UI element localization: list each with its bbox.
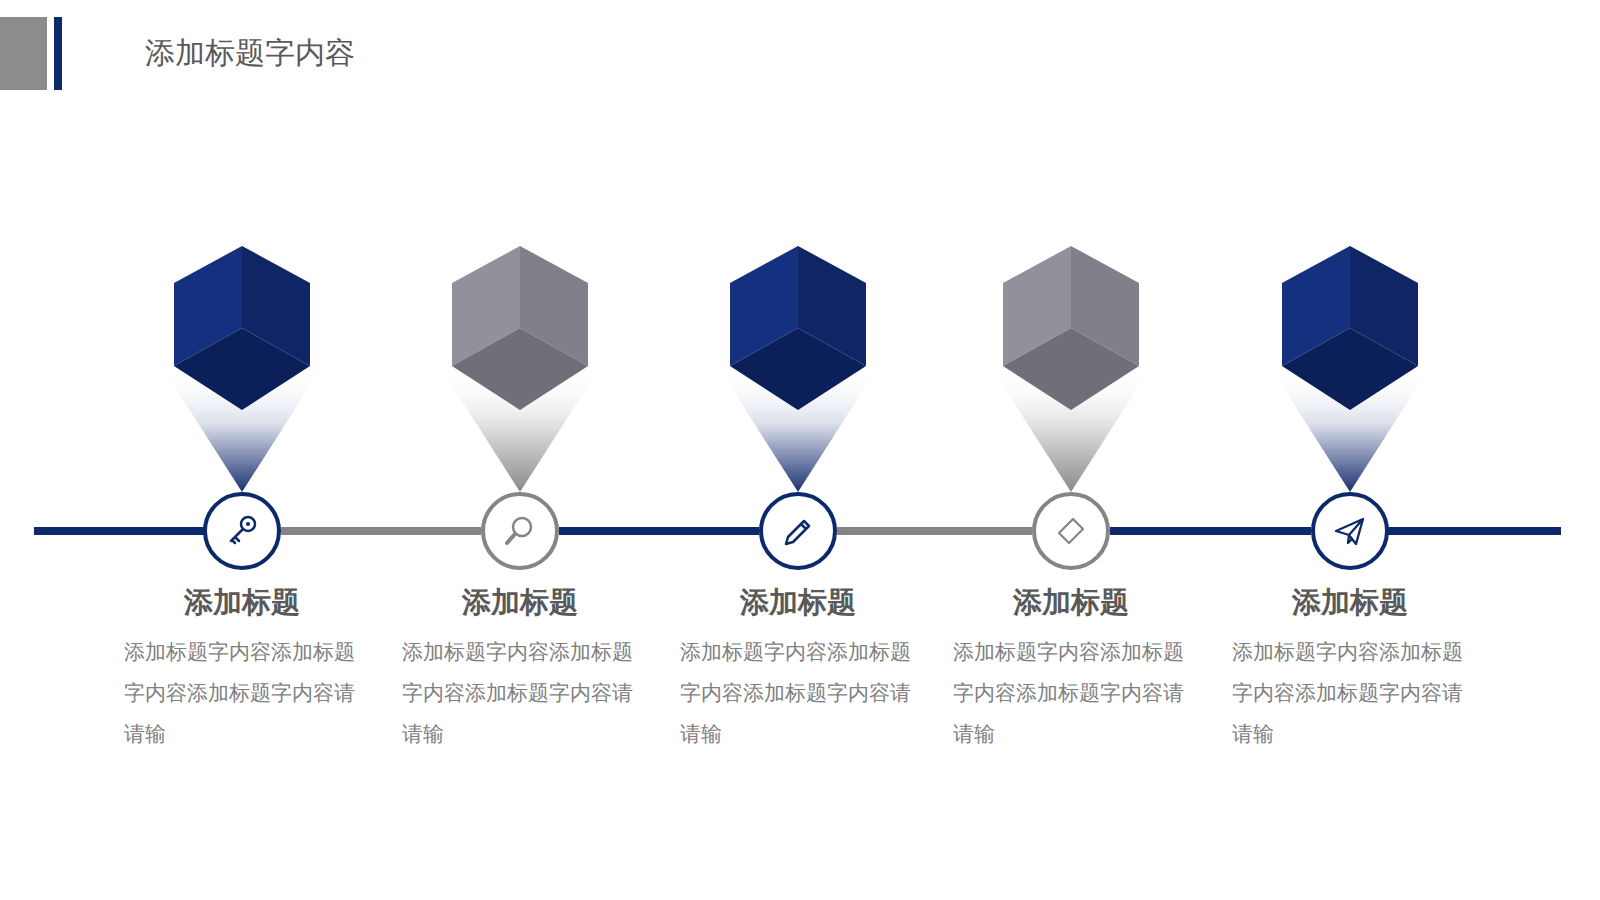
cube-icon: [720, 246, 876, 492]
timeline-circle: 添加标题添加标题字内容添加标题字内容添加标题字内容请请输: [203, 492, 281, 570]
circle-icon: [778, 511, 818, 551]
circle-icon: [1330, 511, 1370, 551]
timeline-segment: [559, 527, 759, 535]
step-text: 添加标题字内容添加标题字内容添加标题字内容请请输: [953, 632, 1189, 755]
cube-icon: [442, 246, 598, 492]
step-heading: 添加标题: [1210, 583, 1490, 623]
title-bar: [54, 17, 62, 90]
timeline-segment: [1110, 527, 1311, 535]
circle-icon: [222, 511, 262, 551]
step-text: 添加标题字内容添加标题字内容添加标题字内容请请输: [402, 632, 638, 755]
cube-icon: [164, 246, 320, 492]
timeline-segment: [281, 527, 481, 535]
cube-icon: [993, 246, 1149, 492]
timeline-circle: 添加标题添加标题字内容添加标题字内容添加标题字内容请请输: [481, 492, 559, 570]
step-text: 添加标题字内容添加标题字内容添加标题字内容请请输: [1232, 632, 1468, 755]
slide-title: 添加标题字内容: [145, 33, 1600, 74]
step-heading: 添加标题: [380, 583, 660, 623]
timeline-segment: [837, 527, 1032, 535]
timeline-circle: 添加标题添加标题字内容添加标题字内容添加标题字内容请请输: [1032, 492, 1110, 570]
step-text: 添加标题字内容添加标题字内容添加标题字内容请请输: [124, 632, 360, 755]
step-text: 添加标题字内容添加标题字内容添加标题字内容请请输: [680, 632, 916, 755]
timeline-circle: 添加标题添加标题字内容添加标题字内容添加标题字内容请请输: [1311, 492, 1389, 570]
circle-icon: [500, 511, 540, 551]
step-heading: 添加标题: [658, 583, 938, 623]
timeline-end: [1360, 527, 1561, 535]
circle-icon: [1051, 511, 1091, 551]
title-block: [0, 17, 47, 90]
step-heading: 添加标题: [102, 583, 382, 623]
timeline-circle: 添加标题添加标题字内容添加标题字内容添加标题字内容请请输: [759, 492, 837, 570]
step-heading: 添加标题: [931, 583, 1211, 623]
cube-icon: [1272, 246, 1428, 492]
